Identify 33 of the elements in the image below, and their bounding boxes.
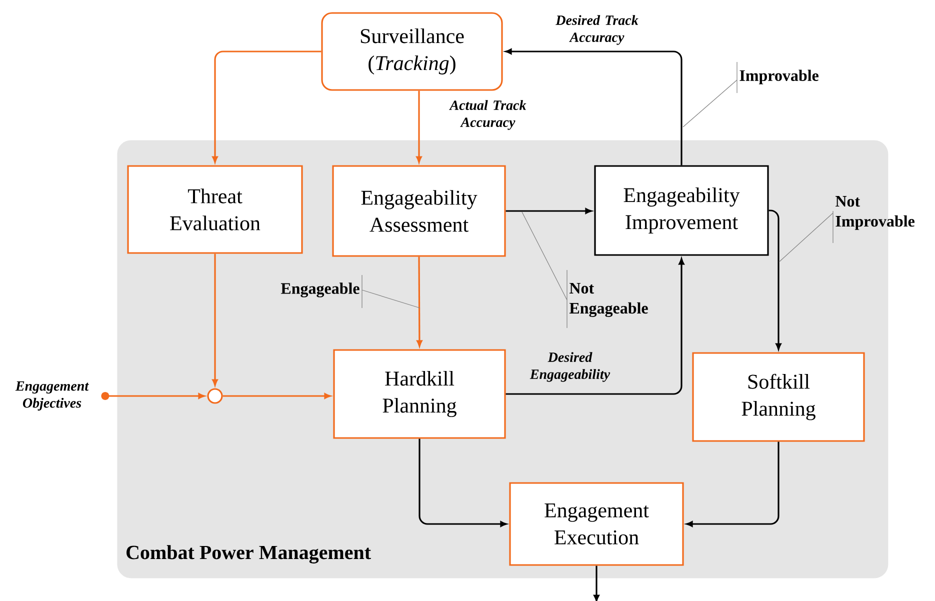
condition-label: Not Improvable	[836, 196, 914, 230]
input-label: Engagement Objectives	[15, 381, 89, 411]
process-box: Threat Evaluation	[127, 165, 303, 254]
leader-line	[362, 274, 420, 308]
leader-line	[778, 210, 834, 262]
condition-label: Improvable	[740, 70, 818, 84]
arrow	[506, 208, 592, 214]
arrow	[416, 90, 422, 163]
process-box: Engagement Execution	[509, 482, 684, 566]
arrow	[418, 438, 507, 527]
edge-label: Actual Track Accuracy	[449, 100, 526, 130]
edge-label: Desired Engageability	[530, 352, 610, 382]
arrow	[768, 210, 782, 350]
process-box: Engageability Improvement	[594, 165, 769, 256]
arrow	[212, 50, 322, 163]
arrow	[506, 258, 684, 395]
arrow	[101, 392, 205, 400]
arrow	[416, 256, 422, 347]
condition-label: Not Engageable	[569, 283, 648, 317]
process-box: Surveillance (Tracking)	[321, 12, 503, 91]
leader-line	[682, 62, 738, 128]
junction-circle	[207, 388, 223, 404]
arrow	[594, 566, 600, 601]
arrow	[505, 48, 682, 166]
arrow	[212, 254, 218, 386]
arrow	[686, 442, 780, 527]
edge-label: Desired Track Accuracy	[556, 15, 638, 45]
arrow	[222, 393, 331, 399]
process-box: Engageability Assessment	[332, 165, 506, 257]
condition-label: Engageable	[280, 282, 360, 298]
process-box: Hardkill Planning	[333, 349, 506, 439]
leader-line	[522, 212, 568, 328]
process-box: Softkill Planning	[692, 352, 865, 442]
